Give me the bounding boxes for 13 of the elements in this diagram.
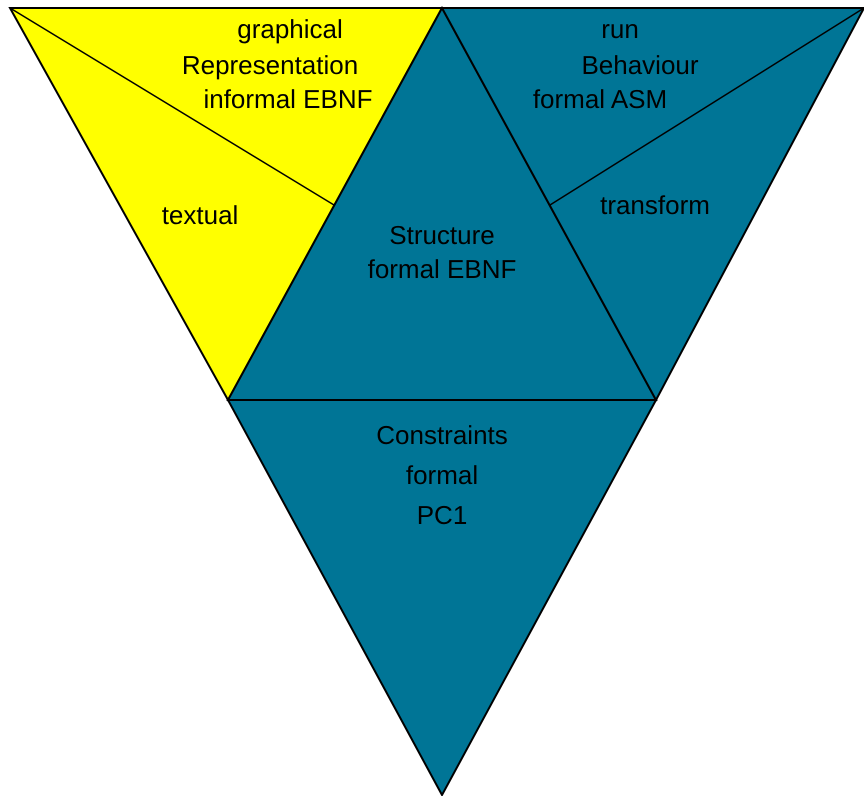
segment-text: formal: [406, 460, 478, 490]
segment-title: Behaviour: [581, 50, 699, 80]
region-label: transform: [600, 190, 710, 220]
region-label: run: [601, 14, 639, 44]
region-label: graphical: [237, 14, 343, 44]
segment-text: formal ASM: [532, 84, 668, 114]
segment-text: formal EBNF: [368, 254, 516, 284]
segment-text: PC1: [416, 500, 468, 530]
segment-text: informal EBNF: [203, 84, 373, 114]
segment-title: Structure: [389, 220, 495, 250]
region-label: textual: [162, 200, 238, 230]
segment-title: Constraints: [376, 420, 508, 450]
segment-title: Representation: [182, 50, 358, 80]
